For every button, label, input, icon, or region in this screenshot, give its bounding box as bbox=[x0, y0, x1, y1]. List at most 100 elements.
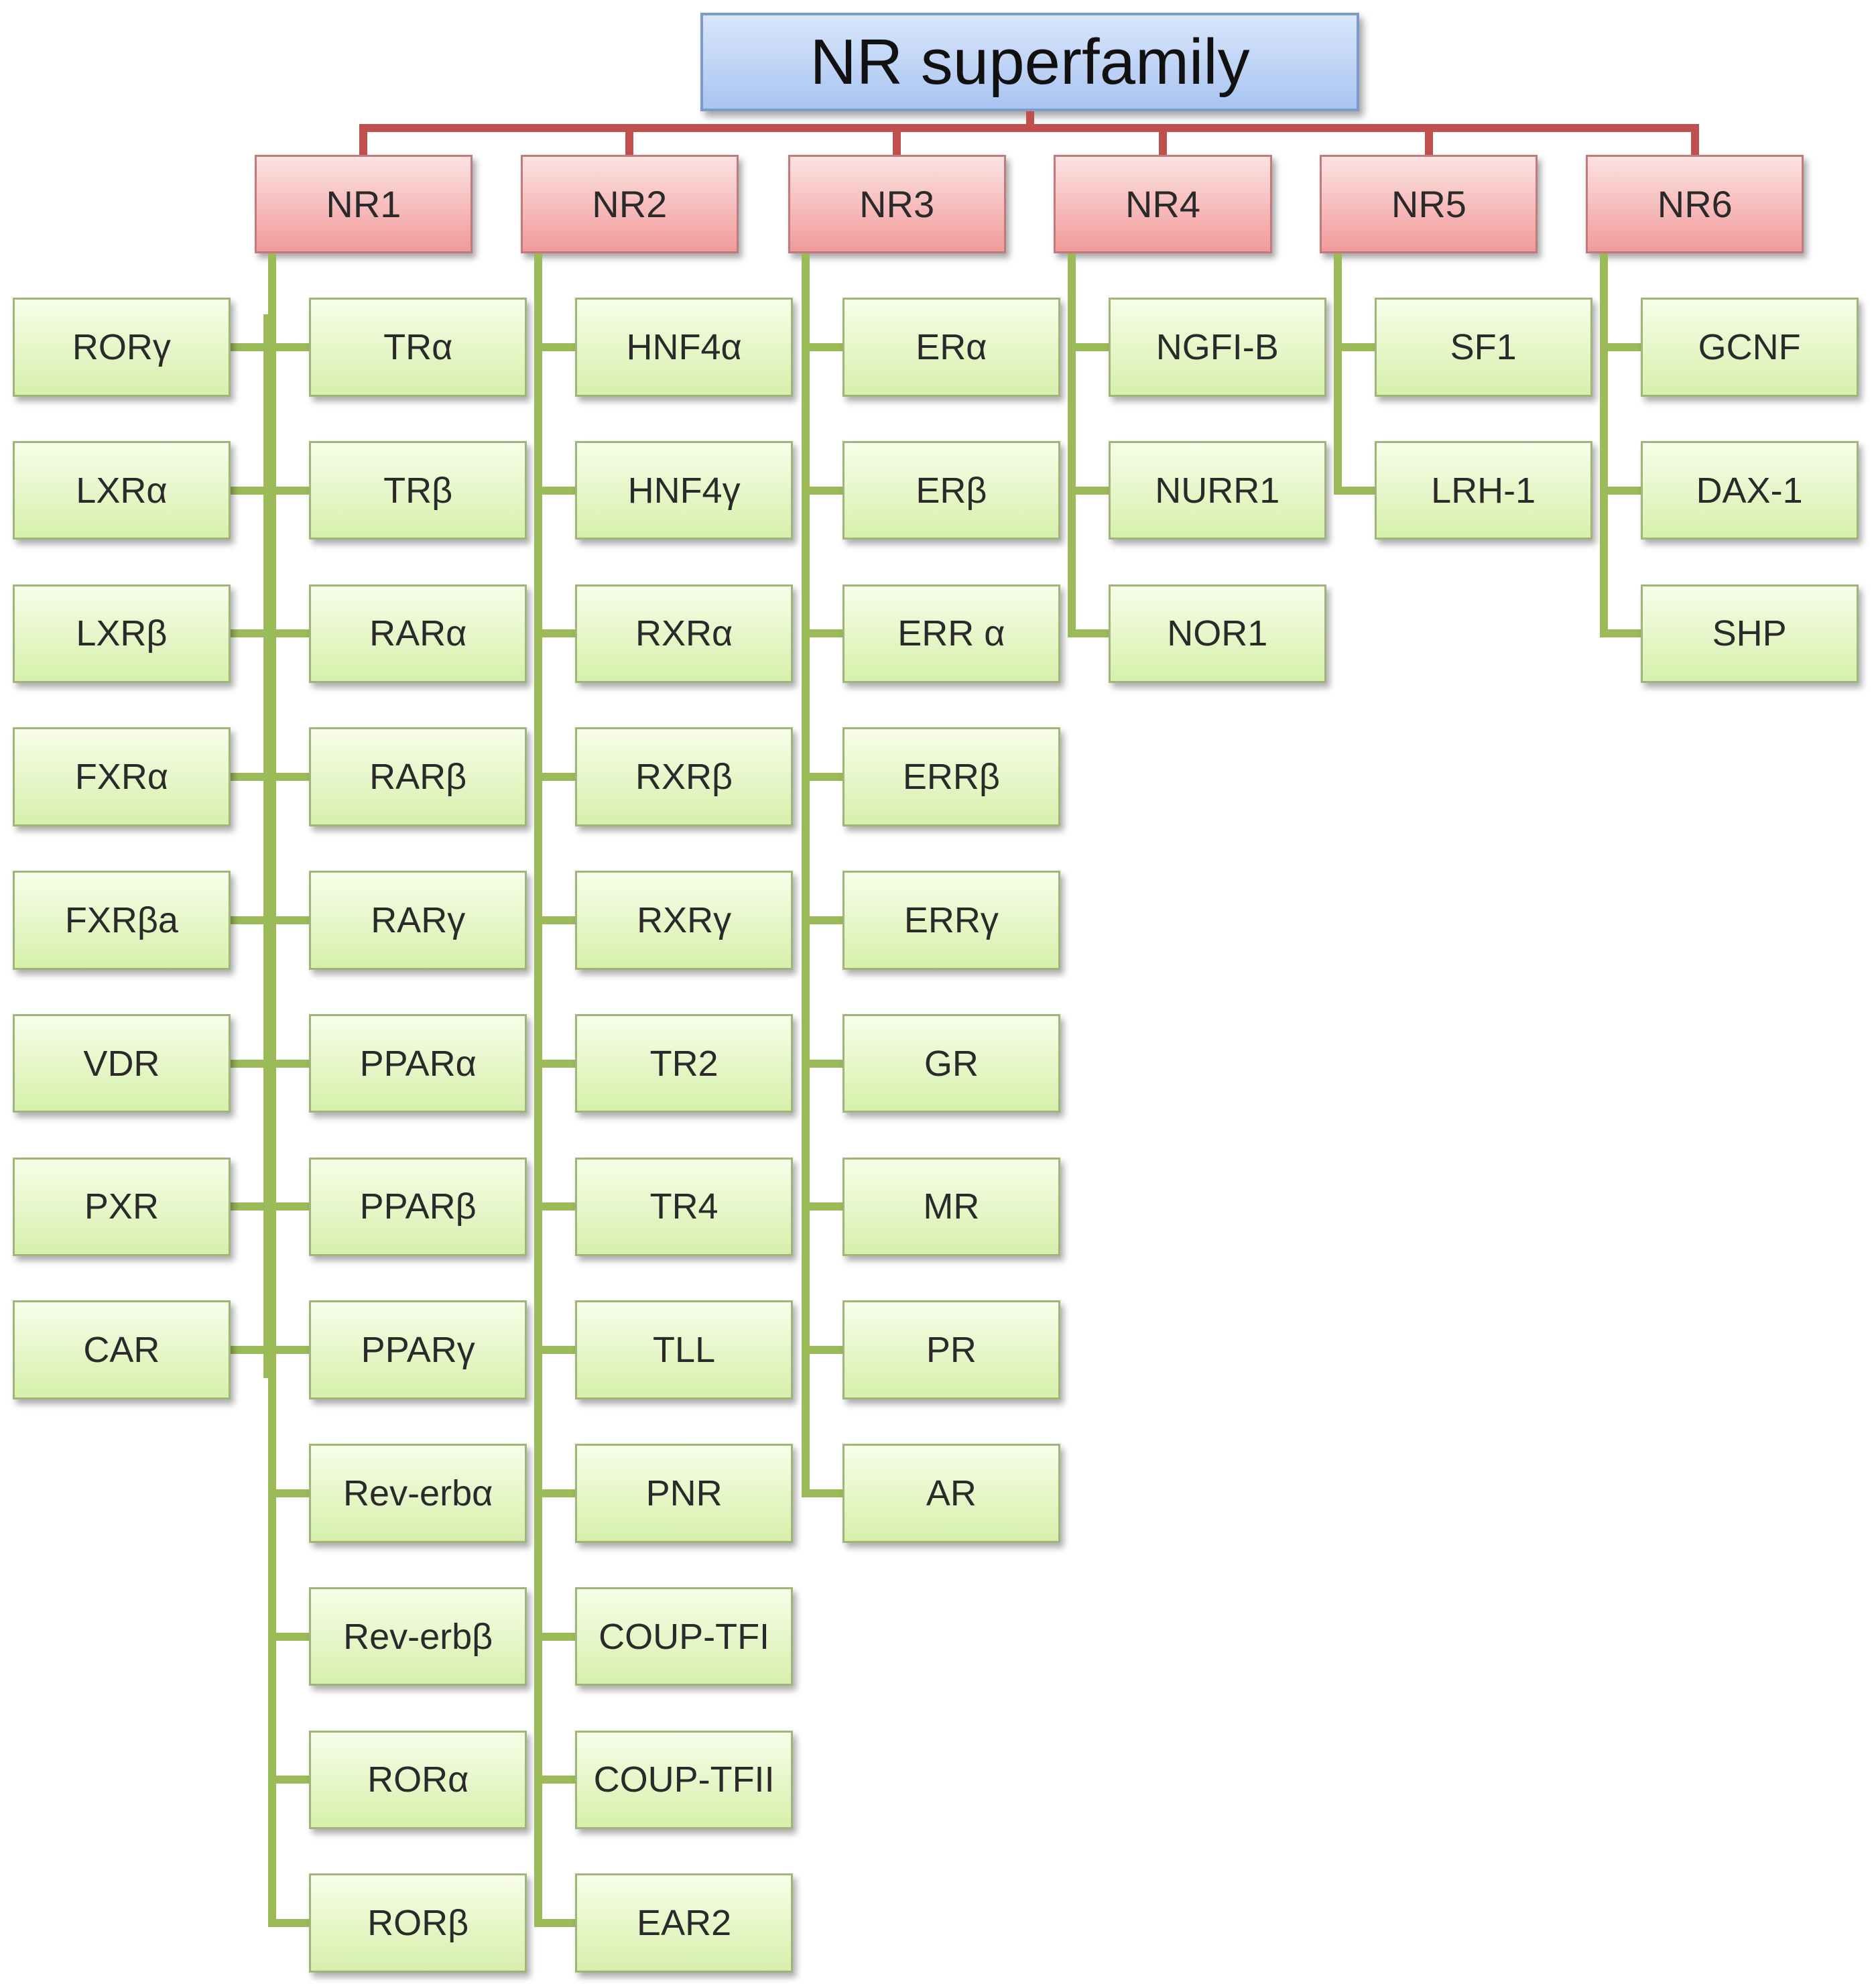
branch-shp bbox=[1603, 629, 1641, 638]
member-tr2-label: TR2 bbox=[649, 1043, 718, 1084]
member-rxrbeta-label: RXRβ bbox=[635, 757, 733, 798]
branch-rev-erbalpha bbox=[272, 1489, 310, 1497]
family-connector-nr6 bbox=[1690, 127, 1699, 155]
member-pnr-label: PNR bbox=[645, 1473, 723, 1513]
member-hnf4gamma: HNF4γ bbox=[575, 440, 794, 540]
branch-roralpha bbox=[272, 1776, 310, 1784]
member-lrh-1-label: LRH-1 bbox=[1431, 470, 1536, 511]
member-ngfi-b: NGFI-B bbox=[1108, 298, 1326, 397]
stem-nr4 bbox=[1067, 253, 1076, 638]
branch-tr2 bbox=[538, 1059, 576, 1068]
branch-trbeta bbox=[272, 486, 310, 495]
family-nr2-label: NR2 bbox=[592, 182, 668, 225]
member-tr4-label: TR4 bbox=[649, 1186, 718, 1227]
branch-rorgamma bbox=[230, 343, 267, 351]
branch-rev-erbbeta bbox=[272, 1632, 310, 1641]
member-coup-tfi-label: COUP-TFI bbox=[599, 1616, 770, 1657]
member-shp: SHP bbox=[1640, 584, 1859, 684]
branch-raralpha bbox=[272, 629, 310, 638]
branch-errbeta bbox=[806, 773, 842, 782]
branch-ar bbox=[806, 1489, 842, 1497]
member-tll-label: TLL bbox=[653, 1330, 716, 1371]
member-coup-tfii-label: COUP-TFII bbox=[593, 1759, 775, 1800]
member-pr: PR bbox=[842, 1300, 1060, 1400]
member-err-alpha-label: ERR α bbox=[897, 613, 1005, 654]
family-connector-nr3 bbox=[893, 127, 901, 155]
member-err-alpha: ERR α bbox=[842, 584, 1060, 684]
branch-rargamma bbox=[272, 916, 310, 924]
family-nr5-label: NR5 bbox=[1391, 182, 1466, 225]
family-connector-nr4 bbox=[1159, 127, 1168, 155]
member-car-label: CAR bbox=[83, 1330, 160, 1371]
stem-nr6 bbox=[1599, 253, 1608, 638]
member-tralpha-label: TRα bbox=[383, 326, 453, 367]
member-fxrbetaa: FXRβa bbox=[12, 871, 231, 970]
branch-pr bbox=[806, 1346, 842, 1355]
member-eralpha-label: ERα bbox=[916, 326, 987, 367]
branch-nurr1 bbox=[1071, 486, 1109, 495]
member-erbeta: ERβ bbox=[842, 440, 1060, 540]
branch-coup-tfii bbox=[538, 1776, 576, 1784]
member-lxralpha-label: LXRα bbox=[76, 470, 168, 511]
member-errbeta: ERRβ bbox=[842, 727, 1060, 826]
branch-errgamma bbox=[806, 916, 842, 924]
member-errbeta-label: ERRβ bbox=[902, 757, 1000, 798]
member-nurr1-label: NURR1 bbox=[1155, 470, 1280, 511]
member-rev-erbbeta: Rev-erbβ bbox=[309, 1587, 527, 1686]
member-raralpha: RARα bbox=[309, 584, 527, 684]
member-raralpha-label: RARα bbox=[369, 613, 467, 654]
member-vdr: VDR bbox=[12, 1013, 231, 1113]
member-erbeta-label: ERβ bbox=[916, 470, 987, 511]
family-nr4: NR4 bbox=[1054, 154, 1272, 253]
branch-pparalpha bbox=[272, 1059, 310, 1068]
family-nr6-label: NR6 bbox=[1657, 182, 1733, 225]
branch-mr bbox=[806, 1202, 842, 1211]
member-vdr-label: VDR bbox=[83, 1043, 160, 1084]
member-rorbeta: RORβ bbox=[309, 1873, 527, 1973]
root-node: NR superfamily bbox=[700, 12, 1359, 112]
member-rxrgamma-label: RXRγ bbox=[637, 899, 732, 940]
member-roralpha: RORα bbox=[309, 1730, 527, 1830]
member-rargamma: RARγ bbox=[309, 871, 527, 970]
family-nr5: NR5 bbox=[1320, 154, 1538, 253]
member-shp-label: SHP bbox=[1712, 613, 1787, 654]
member-rev-erbbeta-label: Rev-erbβ bbox=[343, 1616, 493, 1657]
branch-pnr bbox=[538, 1489, 576, 1497]
member-nurr1: NURR1 bbox=[1108, 440, 1326, 540]
member-mr: MR bbox=[842, 1157, 1060, 1257]
branch-vdr bbox=[230, 1059, 267, 1068]
branch-hnf4gamma bbox=[538, 486, 576, 495]
member-rargamma-label: RARγ bbox=[371, 899, 466, 940]
member-rorgamma: RORγ bbox=[12, 298, 231, 397]
member-ar: AR bbox=[842, 1444, 1060, 1543]
member-rev-erbalpha: Rev-erbα bbox=[309, 1444, 527, 1543]
branch-lrh-1 bbox=[1337, 486, 1375, 495]
member-pparbeta-label: PPARβ bbox=[359, 1186, 477, 1227]
family-connector-nr2 bbox=[625, 127, 634, 155]
member-fxrbetaa-label: FXRβa bbox=[64, 899, 178, 940]
member-gcnf: GCNF bbox=[1640, 298, 1859, 397]
member-car: CAR bbox=[12, 1300, 231, 1400]
member-rev-erbalpha-label: Rev-erbα bbox=[343, 1473, 493, 1513]
branch-fxralpha bbox=[230, 773, 267, 782]
branch-ear2 bbox=[538, 1919, 576, 1928]
member-fxralpha-label: FXRα bbox=[74, 757, 169, 798]
member-rxralpha-label: RXRα bbox=[635, 613, 733, 654]
branch-rxralpha bbox=[538, 629, 576, 638]
member-rxrbeta: RXRβ bbox=[575, 727, 794, 826]
branch-ngfi-b bbox=[1071, 343, 1109, 351]
branch-rxrgamma bbox=[538, 916, 576, 924]
family-connector-nr1 bbox=[359, 127, 368, 155]
member-nor1: NOR1 bbox=[1108, 584, 1326, 684]
member-hnf4gamma-label: HNF4γ bbox=[627, 470, 741, 511]
member-hnf4alpha: HNF4α bbox=[575, 298, 794, 397]
member-pnr: PNR bbox=[575, 1444, 794, 1543]
branch-pxr bbox=[230, 1202, 267, 1211]
family-connector-nr5 bbox=[1424, 127, 1433, 155]
branch-rxrbeta bbox=[538, 773, 576, 782]
member-ear2: EAR2 bbox=[575, 1873, 794, 1973]
branch-dax-1 bbox=[1603, 486, 1641, 495]
branch-fxrbetaa bbox=[230, 916, 267, 924]
member-coup-tfii: COUP-TFII bbox=[575, 1730, 794, 1830]
stem-nr3 bbox=[802, 253, 810, 1497]
